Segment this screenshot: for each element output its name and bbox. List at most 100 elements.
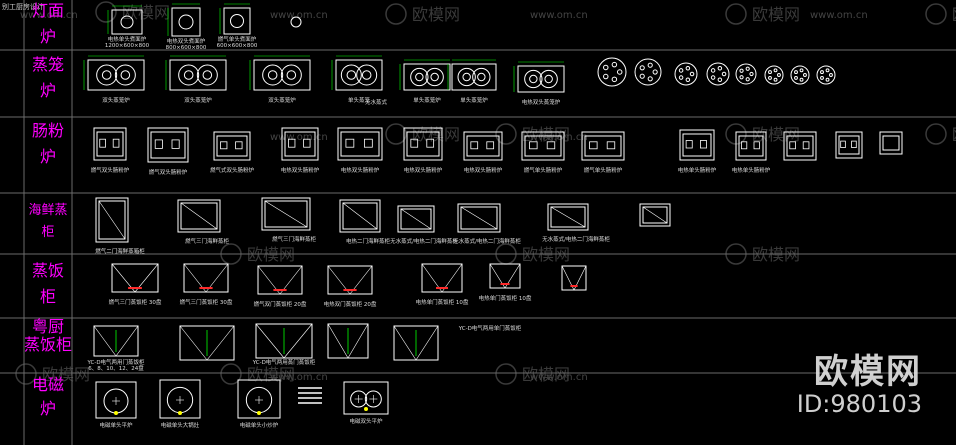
steamer-pot-icon xyxy=(96,64,118,86)
rice-roll-stove-tray xyxy=(738,135,764,157)
power-knob-icon xyxy=(257,411,261,415)
steamer-basket-hole-icon xyxy=(647,62,653,68)
seafood-cabinet-door xyxy=(264,200,308,228)
door-swing-line xyxy=(98,200,126,240)
door-swing-line xyxy=(327,323,349,359)
equipment-caption: 燃气双门蒸饭柜 20盘 xyxy=(254,300,307,308)
door-swing-line xyxy=(93,325,117,357)
category-label-seafood: 海鲜蒸 xyxy=(28,203,67,218)
rice-roll-stove-tray xyxy=(340,131,380,157)
noodle-cooker-symbol xyxy=(223,7,251,35)
equipment-caption: 电热双头肠粉炉 xyxy=(341,166,380,174)
steamer-basket-hole-icon xyxy=(794,70,798,75)
seafood-cabinet-door xyxy=(180,202,218,230)
equipment-caption: 燃气三门海鲜蒸柜 xyxy=(185,237,230,245)
steamer-basket-hole-icon xyxy=(768,70,772,75)
steamer-basket-plan-icon xyxy=(764,65,784,85)
steamer-basket-hole-icon xyxy=(717,77,723,83)
noodle-cooker-symbol xyxy=(111,9,143,35)
steamer-basket-hole-icon xyxy=(794,75,798,80)
steamer-basket-plan-icon xyxy=(634,58,662,86)
rice-roll-stove-symbol xyxy=(93,127,127,161)
steamer-basket-plan-icon xyxy=(597,57,627,87)
control-panel-icon xyxy=(589,141,598,150)
rice-roll-stove-symbol xyxy=(783,131,817,161)
steamer-basket-hole-icon xyxy=(639,73,645,79)
steamer-pot-icon xyxy=(462,72,471,82)
rice-roll-stove-symbol xyxy=(679,129,715,161)
door-swing-line xyxy=(400,208,432,230)
steamer-pot-icon xyxy=(120,70,131,80)
control-panel-icon xyxy=(606,141,616,150)
category-label-induction: 炉 xyxy=(40,399,56,418)
seafood-cabinet-symbol xyxy=(339,199,381,233)
control-panel-icon xyxy=(741,141,748,150)
equipment-caption: 电磁双头平炉 xyxy=(349,417,383,425)
rice-roll-stove-tray xyxy=(682,133,712,157)
steamer-pot-icon xyxy=(477,72,486,82)
equipment-caption: 燃气双头肠粉炉 xyxy=(149,168,188,176)
steamer-basket-hole-icon xyxy=(678,68,684,73)
equipment-note: 无水蒸式 xyxy=(365,98,388,106)
equipment-caption: 燃气三门蒸饭柜 30盘 xyxy=(180,298,233,306)
steamer-basket-hole-icon xyxy=(639,65,645,71)
category-label-seafood: 柜 xyxy=(41,225,54,240)
equipment-caption: 单头蒸笼炉 xyxy=(460,96,488,104)
rice-roll-stove-tray xyxy=(216,135,248,157)
control-panel-icon xyxy=(802,141,810,150)
steamer-pot-icon xyxy=(101,70,112,80)
steamer-basket-plan-icon xyxy=(706,62,730,86)
door-swing-line xyxy=(264,200,308,228)
watermark-site: www.om.cn xyxy=(270,10,328,21)
burner-ring-icon xyxy=(120,15,134,29)
watermark-logo-icon xyxy=(925,123,947,145)
steamer-basket-hole-icon xyxy=(825,77,830,82)
seafood-cabinet-door xyxy=(400,208,432,230)
brand-watermark: 欧模网 xyxy=(814,352,922,392)
rice-roll-stove-tray xyxy=(838,135,860,155)
control-panel-icon xyxy=(426,138,435,148)
category-label-rice: 柜 xyxy=(40,287,56,306)
steamer-pot-icon xyxy=(267,70,278,80)
equipment-caption: 燃气双头肠粉炉 xyxy=(91,166,130,174)
control-panel-icon xyxy=(220,141,228,150)
door-swing-line xyxy=(347,323,369,359)
door-swing-line xyxy=(179,325,208,361)
steamer-pot-icon xyxy=(183,70,194,80)
steamer-stove-symbol xyxy=(403,63,451,91)
rice-roll-stove-tray xyxy=(524,135,562,157)
category-label-rice-roll: 肠粉 xyxy=(32,121,64,140)
steamer-pot-icon xyxy=(286,70,297,80)
rice-roll-stove-symbol xyxy=(835,131,863,159)
steamer-basket-hole-icon xyxy=(749,71,754,77)
steamer-basket-plan-icon xyxy=(674,62,698,86)
seafood-cabinet-symbol xyxy=(261,197,311,231)
watermark-logo-icon xyxy=(495,363,517,385)
seafood-cabinet-symbol xyxy=(639,203,671,227)
steamer-pot-icon xyxy=(430,72,439,82)
steamer-pot-icon xyxy=(340,64,362,86)
equipment-caption: YC-D电气两用蒸门蒸饭柜 xyxy=(252,358,316,366)
door-swing-line xyxy=(642,206,668,224)
equipment-caption: 电热单门蒸饭柜 10盘 xyxy=(479,294,532,302)
power-knob-icon xyxy=(364,407,368,411)
watermark-site: www.om.cn xyxy=(270,132,328,143)
steamer-pot-icon xyxy=(529,74,538,84)
door-swing-line xyxy=(206,325,235,361)
watermark-logo-icon xyxy=(925,3,947,25)
category-label-cantonese: 粤厨 xyxy=(32,317,64,336)
power-knob-icon xyxy=(114,411,118,415)
steamer-stove-symbol xyxy=(169,59,227,91)
control-panel-icon xyxy=(470,141,479,150)
rice-roll-stove-symbol xyxy=(521,131,565,161)
category-label-induction: 电磁 xyxy=(32,375,64,394)
equipment-caption: 双头蒸笼炉 xyxy=(268,96,296,104)
steamer-basket-hole-icon xyxy=(717,65,723,71)
equipment-caption: 电热二门海鲜蒸柜 xyxy=(346,237,391,245)
control-panel-icon xyxy=(410,138,419,148)
induction-coil-icon xyxy=(364,390,382,408)
steamer-basket-hole-icon xyxy=(685,77,691,83)
watermark-brand: 欧模网 xyxy=(952,5,956,24)
control-panel-icon xyxy=(303,138,311,148)
